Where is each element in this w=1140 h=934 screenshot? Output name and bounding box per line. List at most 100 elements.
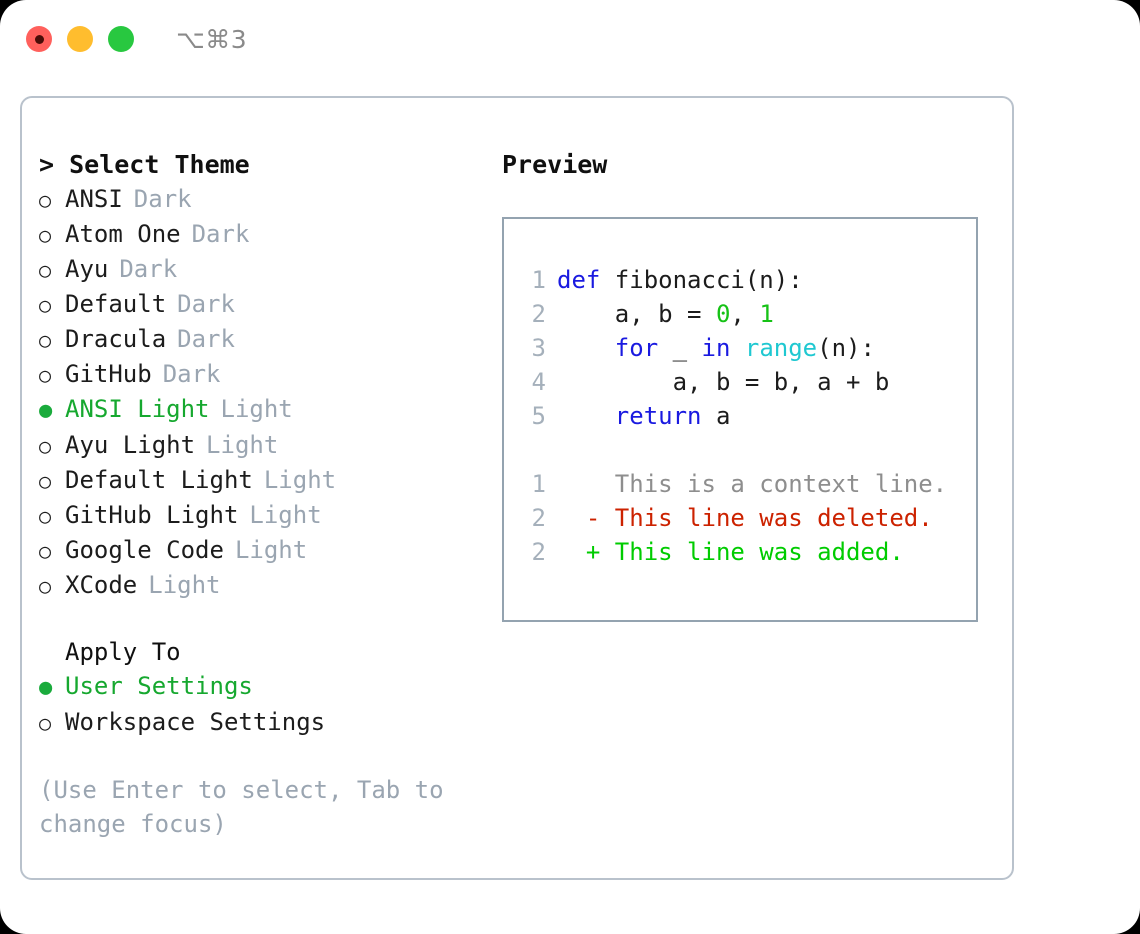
- theme-option-label: Default Light: [65, 466, 253, 494]
- code-token-kw: in: [701, 334, 731, 362]
- theme-option-ayu-light[interactable]: ○ Ayu Light Light: [39, 428, 479, 463]
- code-token-plain: [730, 334, 744, 362]
- code-sample: 1 def fibonacci(n):2 a, b = 0, 1 3 for _ i…: [520, 263, 976, 433]
- theme-option-tag: Dark: [133, 185, 192, 213]
- code-token-kw: for: [614, 334, 659, 362]
- diff-line-added: 2 + This line was added.: [520, 535, 976, 569]
- theme-option-label: Google Code: [65, 536, 224, 564]
- apply-to-option-list: ● User Settings ○ Workspace Settings: [39, 669, 479, 740]
- theme-option-tag: Dark: [177, 290, 235, 318]
- apply-to-option-workspace-settings[interactable]: ○ Workspace Settings: [39, 705, 479, 740]
- diff-line-text: + This line was added.: [557, 538, 904, 566]
- code-token-fn: range: [744, 334, 818, 362]
- code-line-number: 5: [531, 402, 546, 430]
- code-line-text: for _ in range(n):: [557, 331, 875, 365]
- apply-to-heading: Apply To: [65, 638, 181, 666]
- radio-unselected-icon: ○: [39, 711, 52, 735]
- code-token-plain: [557, 402, 615, 430]
- theme-option-label: Default: [65, 290, 167, 318]
- apply-to-option-user-settings[interactable]: ● User Settings: [39, 669, 479, 705]
- code-token-plain: _: [658, 334, 702, 362]
- code-token-num: 0: [715, 300, 731, 328]
- theme-option-label: Ayu Light: [65, 431, 196, 459]
- radio-unselected-icon: ○: [39, 574, 52, 598]
- theme-option-github-light[interactable]: ○ GitHub Light Light: [39, 498, 479, 533]
- code-line-text: a, b = b, a + b: [557, 365, 890, 399]
- theme-option-label: GitHub: [65, 360, 152, 388]
- code-token-plain: a: [701, 402, 731, 430]
- keyboard-shortcut-label: ⌥⌘3: [176, 24, 248, 54]
- diff-line-number: 2: [531, 538, 546, 566]
- minimize-button[interactable]: [67, 26, 93, 52]
- theme-option-tag: Dark: [177, 325, 235, 353]
- code-line-number: 2: [531, 300, 546, 328]
- theme-option-tag: Light: [206, 431, 279, 459]
- diff-line-text: - This line was deleted.: [557, 504, 933, 532]
- theme-option-tag: Light: [220, 395, 293, 423]
- diff-line-text: This is a context line.: [557, 470, 948, 498]
- theme-option-tag: Dark: [162, 360, 221, 388]
- close-button[interactable]: [26, 26, 52, 52]
- theme-option-tag: Dark: [119, 255, 178, 283]
- preview-column: Preview 1 def fibonacci(n):2 a, b = 0, 1 3…: [502, 148, 992, 622]
- preview-spacer: [520, 433, 976, 467]
- diff-sample: 1 This is a context line.2 - This line w…: [520, 467, 976, 569]
- preview-heading: Preview: [502, 150, 608, 179]
- code-line: 5 return a: [520, 399, 976, 433]
- theme-option-label: GitHub Light: [65, 501, 239, 529]
- code-line-number: 1: [531, 266, 546, 294]
- code-line: 4 a, b = b, a + b: [520, 365, 976, 399]
- code-token-kw: return: [614, 402, 702, 430]
- radio-selected-icon: ●: [39, 675, 53, 700]
- theme-option-label: Ayu: [65, 255, 109, 283]
- keyboard-hint-text: (Use Enter to select, Tab to change focu…: [39, 776, 444, 838]
- radio-unselected-icon: ○: [39, 504, 52, 528]
- code-line-text: def fibonacci(n):: [557, 263, 803, 297]
- diff-line-context: 1 This is a context line.: [520, 467, 976, 501]
- theme-option-tag: Light: [148, 571, 221, 599]
- radio-unselected-icon: ○: [39, 363, 52, 387]
- radio-unselected-icon: ○: [39, 434, 52, 458]
- diff-line-deleted: 2 - This line was deleted.: [520, 501, 976, 535]
- theme-option-ayu[interactable]: ○ Ayu Dark: [39, 252, 479, 287]
- code-token-plain: [557, 334, 615, 362]
- radio-unselected-icon: ○: [39, 469, 52, 493]
- radio-unselected-icon: ○: [39, 223, 52, 247]
- code-line-number: 4: [531, 368, 546, 396]
- code-token-plain: a, b = b, a + b: [557, 368, 890, 396]
- preview-box: 1 def fibonacci(n):2 a, b = 0, 1 3 for _ i…: [502, 217, 978, 622]
- code-line-text: return a: [557, 399, 731, 433]
- theme-option-tag: Dark: [191, 220, 250, 248]
- theme-option-default-light[interactable]: ○ Default Light Light: [39, 463, 479, 498]
- theme-option-tag: Light: [249, 501, 322, 529]
- title-bar: ⌥⌘3: [0, 0, 1140, 78]
- theme-option-tag: Light: [263, 466, 337, 494]
- code-line-number: 3: [531, 334, 546, 362]
- theme-option-github[interactable]: ○ GitHub Dark: [39, 357, 479, 392]
- code-line: 2 a, b = 0, 1: [520, 297, 976, 331]
- close-inner-dot: [34, 34, 44, 44]
- theme-option-tag: Light: [234, 536, 308, 564]
- diff-line-number: 2: [531, 504, 546, 532]
- apply-to-option-label: Workspace Settings: [65, 708, 326, 736]
- radio-unselected-icon: ○: [39, 258, 52, 282]
- radio-unselected-icon: ○: [39, 328, 52, 352]
- code-token-plain: a, b =: [557, 300, 716, 328]
- theme-option-label: ANSI Light: [65, 395, 210, 423]
- radio-unselected-icon: ○: [39, 188, 52, 212]
- apply-to-option-label: User Settings: [65, 672, 253, 700]
- zoom-button[interactable]: [108, 26, 134, 52]
- code-token-num: 1: [759, 300, 774, 328]
- select-theme-heading: > Select Theme: [39, 150, 250, 179]
- code-line: 1 def fibonacci(n):: [520, 263, 976, 297]
- code-token-kw: def: [557, 266, 601, 294]
